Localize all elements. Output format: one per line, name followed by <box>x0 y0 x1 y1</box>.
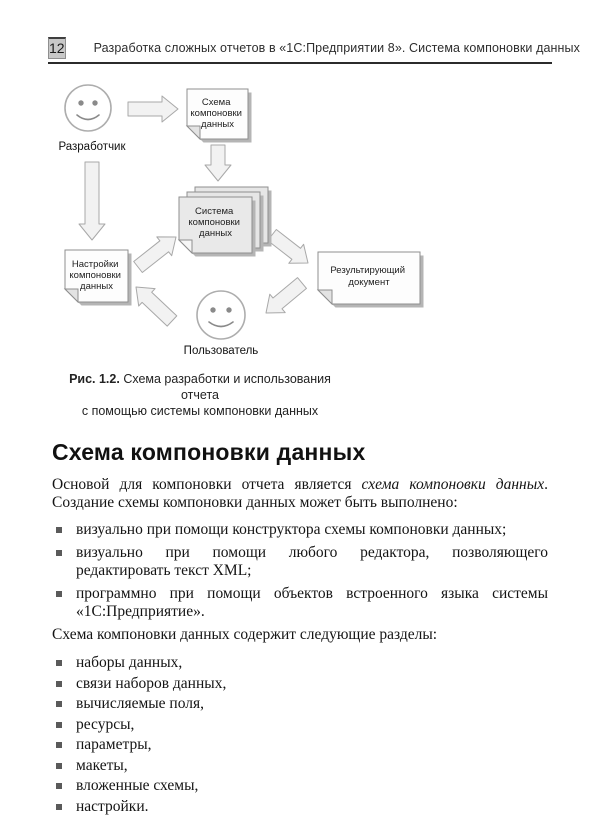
result-note-line: документ <box>348 277 390 288</box>
page-number-box: 12 <box>48 36 66 59</box>
system-note-line: данных <box>199 228 232 239</box>
square-bullet-icon <box>56 701 62 707</box>
square-bullet-icon <box>56 660 62 666</box>
page-number: 12 <box>49 40 65 56</box>
figure-caption-line2: с помощью системы компоновки данных <box>81 404 319 418</box>
arrow-result-to-user-icon <box>265 277 307 314</box>
square-bullet-icon <box>56 742 62 748</box>
settings-note-line: Настройки <box>72 259 119 270</box>
intro-paragraph-post: . Создание схемы компоновки данных может… <box>52 476 548 511</box>
list-item: визуально при помощи конструктора схемы … <box>52 521 548 539</box>
list-item-text: ресурсы, <box>76 715 135 733</box>
developer-smiley-icon <box>64 84 112 132</box>
settings-note: Настройки компоновки данных <box>63 249 132 306</box>
intro-paragraph-pre: Основой для компоновки отчета является <box>52 476 362 493</box>
list-item-text: параметры, <box>76 736 152 753</box>
running-head-title: Разработка сложных отчетов в «1С:Предпри… <box>93 40 580 55</box>
article-body: Схема компоновки данных Основой для комп… <box>52 439 548 818</box>
svg-text:Настройки компоновки: Настройки компоновки данных <box>69 259 123 292</box>
running-head: 12 Разработка сложных отчетов в «1С:Пред… <box>48 36 580 64</box>
list-item: настройки. <box>52 798 548 819</box>
section-heading: Схема компоновки данных <box>52 439 366 465</box>
intro-paragraph: Основой для компоновки отчета является с… <box>52 476 548 512</box>
developer-label: Разработчик <box>58 141 126 153</box>
schema-sections-list: наборы данных, связи наборов данных, выч… <box>52 654 548 818</box>
user-label: Пользователь <box>184 345 259 357</box>
figure-diagram: Разработчик Схема компоновки данных Сист… <box>58 84 424 357</box>
settings-note-line: компоновки <box>69 270 121 281</box>
list-item: вычисляемые поля, <box>52 695 548 716</box>
square-bullet-icon <box>56 762 62 769</box>
creation-methods-list: визуально при помощи конструктора схемы … <box>52 521 548 621</box>
square-bullet-icon <box>56 783 62 789</box>
list-item: вложенные схемы, <box>52 777 548 798</box>
arrow-system-to-result-icon <box>267 229 309 264</box>
list-item-text: наборы данных, <box>76 654 183 671</box>
svg-text:Схема компоновки: Схема компоновки данных <box>190 97 244 130</box>
result-note: Результирующий документ <box>316 251 424 308</box>
schema-note-line: Схема <box>202 97 231 108</box>
svg-text:Система компоновки: Система компоновки данных <box>188 206 242 239</box>
list-item-text: вложенные схемы, <box>76 777 199 794</box>
sections-paragraph: Схема компоновки данных содержит следующ… <box>52 626 438 643</box>
square-bullet-icon <box>56 803 62 810</box>
list-item: визуально при помощи любого редактора, п… <box>52 544 548 580</box>
square-bullet-icon <box>56 527 62 533</box>
figure-caption: Рис. 1.2. Схема разработки и использован… <box>50 371 350 419</box>
header-rule <box>48 62 552 64</box>
arrow-schema-to-system-icon <box>204 144 232 182</box>
arrow-settings-to-system-icon <box>133 236 177 273</box>
list-item-text: вычисляемые поля, <box>76 695 205 712</box>
figure-caption-line1: Схема разработки и использования отчета <box>123 372 331 402</box>
schema-note: Схема компоновки данных <box>185 88 252 143</box>
list-item-text: макеты, <box>76 756 128 774</box>
square-bullet-icon <box>56 591 62 597</box>
square-bullet-icon <box>56 680 62 687</box>
intro-paragraph-term: схема компоновки данных <box>361 476 545 493</box>
result-note-line: Результирующий <box>330 265 405 276</box>
arrow-developer-to-settings-icon <box>78 161 106 241</box>
list-item-text: связи наборов данных, <box>76 674 227 692</box>
arrow-developer-to-schema-icon <box>127 95 179 123</box>
list-item-text: визуально при помощи конструктора схемы … <box>76 521 507 538</box>
square-bullet-icon <box>56 550 62 556</box>
list-item-text: визуально при помощи любого редактора, п… <box>76 544 548 579</box>
svg-text:Результирующий докумен: Результирующий документ <box>330 265 407 288</box>
system-note-line: компоновки <box>188 217 240 228</box>
running-head-row: 12 Разработка сложных отчетов в «1С:Пред… <box>48 36 580 59</box>
list-item: параметры, <box>52 736 548 757</box>
list-item: наборы данных, <box>52 654 548 675</box>
system-note-stack: Система компоновки данных <box>177 186 272 257</box>
square-bullet-icon <box>56 721 62 728</box>
system-note-line: Система <box>195 206 234 217</box>
arrow-user-to-settings-icon <box>135 286 178 327</box>
schema-note-line: компоновки <box>190 108 242 119</box>
user-smiley-icon <box>196 290 246 340</box>
schema-note-line: данных <box>201 119 234 130</box>
figure-caption-number: Рис. 1.2. <box>69 372 120 386</box>
list-item: связи наборов данных, <box>52 675 548 696</box>
list-item-text: программно при помощи объектов встроенно… <box>76 585 548 620</box>
list-item: программно при помощи объектов встроенно… <box>52 585 548 621</box>
list-item: ресурсы, <box>52 716 548 737</box>
settings-note-line: данных <box>80 281 113 292</box>
list-item: макеты, <box>52 757 548 778</box>
list-item-text: настройки. <box>76 797 149 815</box>
